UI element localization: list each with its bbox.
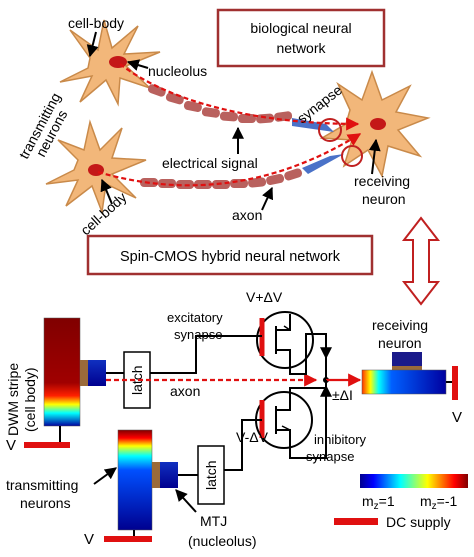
label-v-right: V: [452, 409, 462, 426]
neuron-bottom: [45, 119, 147, 215]
label-transmitting-circuit-line1: transmitting: [6, 477, 78, 493]
legend-dc-supply: DC supply: [386, 514, 451, 530]
synapse-circle-bottom: [341, 145, 363, 167]
biological-network: biological neural network: [16, 8, 431, 238]
dwm-stripe-bottom: [117, 429, 178, 531]
nucleolus-receiving-icon: [370, 118, 386, 130]
label-excitatory-line2: synapse: [174, 327, 222, 342]
biological-title-line1: biological neural: [250, 20, 351, 36]
label-v-minus: V-ΔV: [236, 429, 269, 445]
label-receiving-circuit-line1: receiving: [372, 317, 428, 333]
excitatory-synapse: [248, 311, 314, 369]
receiving-neuron-stripe: [361, 352, 458, 400]
label-mtj-line1: MTJ: [200, 513, 227, 529]
neuron-top: [59, 19, 161, 107]
label-latch-top: latch: [129, 365, 145, 395]
label-dwm-line2: (cell body): [22, 367, 38, 432]
synapse-circle-top: [318, 118, 342, 142]
latch-bottom: [197, 445, 225, 505]
label-electrical-signal: electrical signal: [162, 155, 258, 171]
signal-path-bottom: [97, 133, 362, 187]
label-v-left: V: [6, 437, 16, 454]
label-cell-body-top: cell-body: [68, 15, 124, 31]
axon-top: [147, 84, 334, 132]
dc-supply-bar-top-left: [24, 442, 70, 448]
label-inhibitory-line1: inhibitory: [314, 432, 367, 447]
double-arrow-icon: [401, 216, 441, 306]
label-receiving-line1: receiving: [354, 173, 410, 189]
label-pm-delta-i: ±ΔI: [332, 387, 353, 403]
label-nucleolus: nucleolus: [148, 63, 207, 79]
legend-mz-pos: mz=1: [362, 493, 395, 512]
label-dwm-line1: DWM stripe: [5, 363, 21, 436]
dc-supply-bar-bottom: [104, 536, 152, 542]
label-latch-bottom: latch: [203, 460, 219, 490]
label-receiving-circuit-line2: neuron: [378, 335, 422, 351]
label-synapse: synapse: [294, 82, 345, 127]
legend: mz=1 mz=-1 DC supply: [334, 474, 468, 530]
signal-path-top: [119, 63, 360, 131]
legend-dc-supply-swatch: [334, 518, 378, 525]
label-axon-bio: axon: [232, 207, 262, 223]
legend-colorbar: [360, 474, 468, 488]
label-v-plus: V+ΔV: [246, 289, 283, 305]
nucleolus-bottom-icon: [88, 164, 104, 176]
spin-cmos-circuit: DWM stripe (cell body) V latch axon V+ΔV…: [5, 289, 462, 549]
dc-supply-bar-right: [452, 366, 458, 400]
label-axon-circuit: axon: [170, 383, 200, 399]
label-mtj-line2: (nucleolus): [188, 533, 256, 549]
biological-title-box: biological neural network: [216, 8, 386, 68]
label-receiving-line2: neuron: [362, 191, 406, 207]
spin-cmos-title-box: Spin-CMOS hybrid neural network: [86, 234, 374, 276]
label-v-bottom: V: [84, 531, 94, 548]
spin-cmos-title: Spin-CMOS hybrid neural network: [120, 249, 341, 265]
label-excitatory-line1: excitatory: [167, 310, 223, 325]
label-transmitting-circuit-line2: neurons: [20, 495, 71, 511]
biological-title-line2: network: [276, 40, 326, 56]
label-inhibitory-line2: synapse: [306, 449, 354, 464]
dwm-stripe-top: [43, 317, 106, 427]
legend-mz-neg: mz=-1: [420, 493, 458, 512]
